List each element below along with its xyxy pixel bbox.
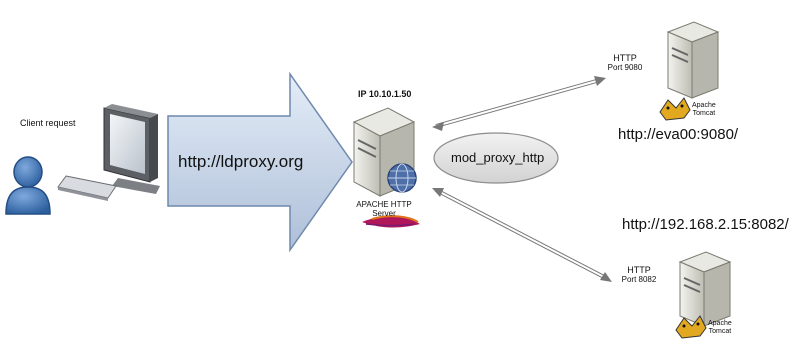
backend-top-url: http://eva00:9080/ xyxy=(618,126,739,143)
user-icon xyxy=(5,156,51,215)
mod-proxy-ellipse xyxy=(433,132,559,184)
tomcat-label-bottom: Apache Tomcat xyxy=(708,320,732,336)
backend-bottom-port-label: HTTP Port 8082 xyxy=(614,265,664,285)
backend-top-port: Port 9080 xyxy=(607,63,643,72)
apache-feather-icon xyxy=(362,215,420,228)
proxy-ip-label: IP 10.10.1.50 xyxy=(358,89,412,99)
backend-top-port-label: HTTP Port 9080 xyxy=(600,53,650,73)
backend-bottom-url: http://192.168.2.15:8082/ xyxy=(622,216,789,233)
tomcat-server-icon-bottom xyxy=(678,251,732,327)
apache-server-icon xyxy=(352,107,417,197)
connection-arrow-top xyxy=(432,76,606,131)
connection-arrow-bottom xyxy=(432,188,612,282)
computer-icon xyxy=(57,104,160,201)
tomcat-logo-icon-top xyxy=(659,97,691,121)
apache-server-label-line1: APACHE HTTP xyxy=(356,200,412,209)
tomcat-label-top-line2: Tomcat xyxy=(692,110,716,117)
tomcat-label-top-line1: Apache xyxy=(692,102,716,109)
apache-server-label: APACHE HTTP Server xyxy=(352,200,416,218)
client-request-label: Client request xyxy=(20,118,76,128)
tomcat-label-bottom-line1: Apache xyxy=(708,320,732,327)
tomcat-server-icon-top xyxy=(666,21,720,99)
tomcat-logo-icon-bottom xyxy=(675,315,707,339)
request-arrow xyxy=(167,71,353,253)
backend-bottom-protocol: HTTP xyxy=(627,265,651,275)
tomcat-label-top: Apache Tomcat xyxy=(692,102,716,118)
apache-server-label-line2: Server xyxy=(372,209,396,218)
tomcat-label-bottom-line2: Tomcat xyxy=(708,328,732,335)
request-url-label: http://ldproxy.org xyxy=(178,152,304,171)
mod-proxy-label: mod_proxy_http xyxy=(451,150,545,165)
backend-bottom-port: Port 8082 xyxy=(621,275,657,284)
backend-top-protocol: HTTP xyxy=(613,53,637,63)
